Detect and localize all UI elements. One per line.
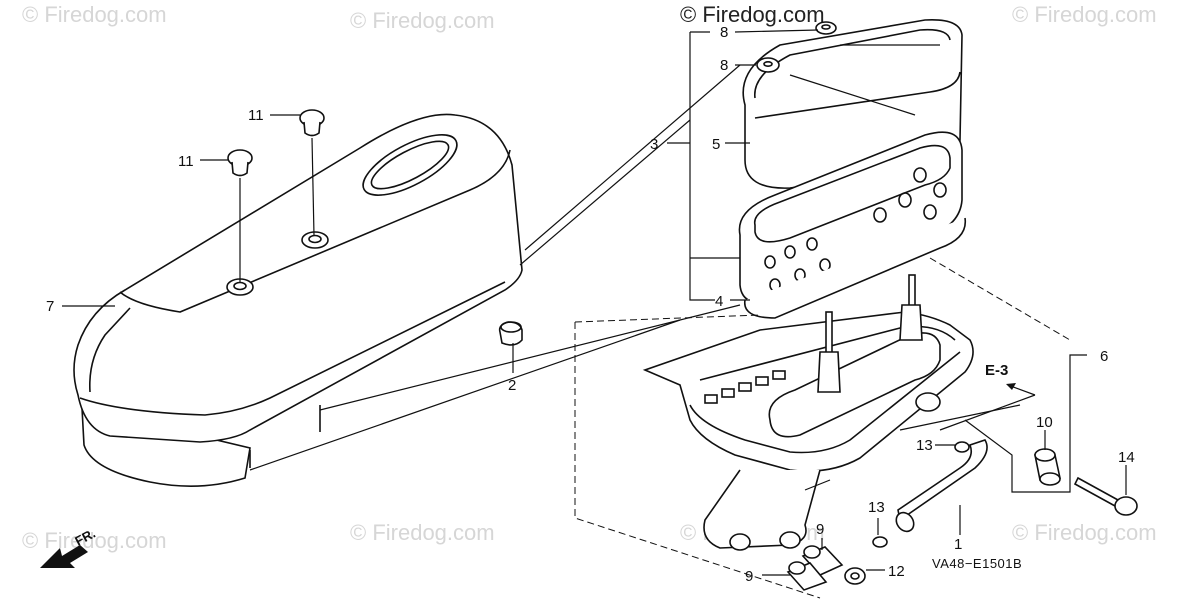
callout-10: 10: [1036, 414, 1053, 431]
flange-bolt: [1073, 476, 1138, 516]
tube-clip: [954, 441, 970, 453]
callout-8: 8: [720, 57, 728, 74]
grommet-part: [498, 321, 523, 346]
watermark: © Firedog.com: [22, 528, 167, 553]
callout-3: 3: [650, 136, 658, 153]
front-label: FR.: [72, 526, 98, 549]
collar: [786, 561, 828, 591]
tube-clip: [872, 536, 888, 548]
paper-element: [738, 131, 967, 319]
callout-7: 7: [46, 298, 54, 315]
nut: [756, 57, 780, 73]
callout-5: 5: [712, 136, 720, 153]
watermark-main: © Firedog.com: [680, 2, 825, 27]
callout-11: 11: [178, 153, 194, 170]
air-cleaner-case: [642, 274, 974, 551]
nut: [815, 21, 837, 35]
knob-bolt: [299, 109, 325, 237]
knob-bolt: [227, 149, 253, 283]
front-direction-arrow: FR.: [40, 526, 98, 568]
callout-13: 13: [916, 437, 933, 454]
callout-9: 9: [745, 568, 753, 585]
collar: [801, 545, 844, 576]
section-reference: E-3: [985, 362, 1008, 379]
callout-12: 12: [888, 563, 905, 580]
flange-nut: [844, 567, 866, 585]
callout-1: 1: [954, 536, 962, 553]
breather-tube: [895, 439, 988, 533]
watermark: © Firedog.com: [350, 8, 495, 33]
diagram-code: VA48−E1501B: [932, 556, 1022, 571]
callout-6: 6: [1100, 348, 1108, 365]
callout-4: 4: [715, 293, 723, 310]
callout-2: 2: [508, 377, 516, 394]
watermark: © Firedog.com: [1012, 2, 1157, 27]
callout-13: 13: [868, 499, 885, 516]
watermark: © Firedog.com: [350, 520, 495, 545]
callout-8: 8: [720, 24, 728, 41]
leader-lines: [62, 29, 1127, 599]
callout-9: 9: [816, 521, 824, 538]
air-cleaner-cover: [73, 113, 523, 487]
collar: [1034, 448, 1061, 486]
watermark: © Firedog.com: [1012, 520, 1157, 545]
callout-14: 14: [1118, 449, 1135, 466]
watermark: © Firedog.com: [22, 2, 167, 27]
callout-11: 11: [248, 107, 264, 124]
